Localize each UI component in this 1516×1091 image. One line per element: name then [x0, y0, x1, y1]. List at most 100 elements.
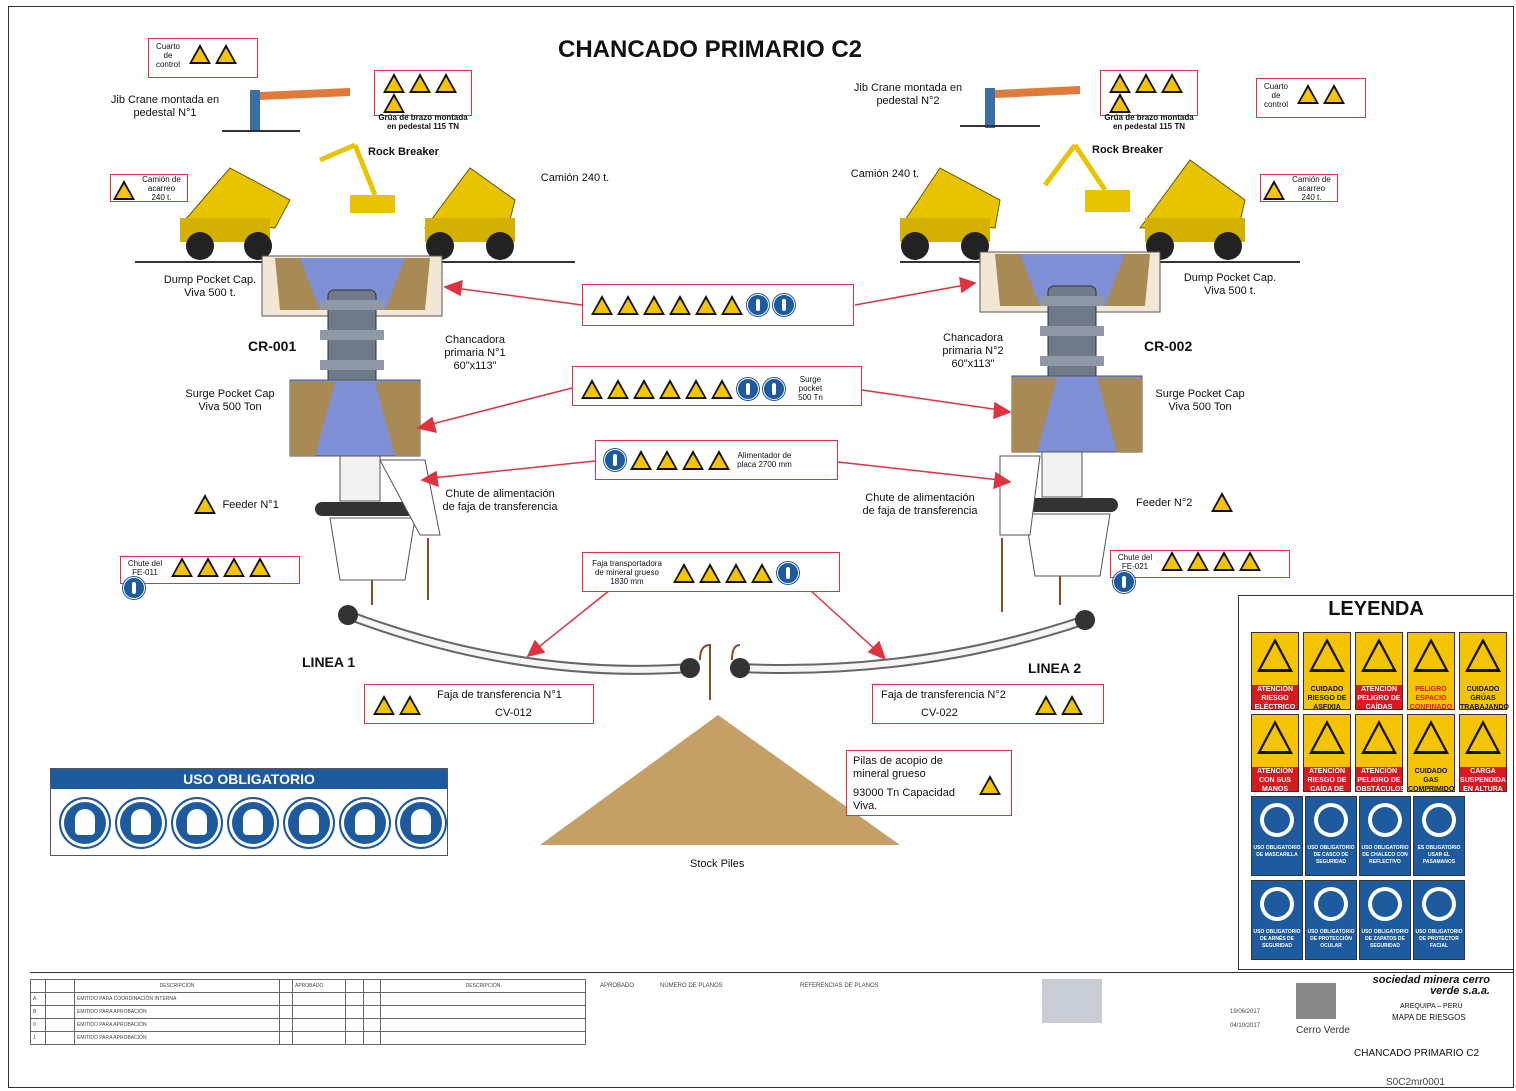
- truck-right-2: [1138, 159, 1246, 260]
- dump-pocket-right: [979, 251, 1161, 313]
- control-room-left-label: Cuarto de control: [155, 42, 180, 69]
- electric-hazard-icon: [189, 44, 212, 64]
- hazard-icon: [656, 450, 678, 470]
- truck-left-2: [423, 167, 516, 260]
- hazard-icon: [695, 295, 717, 315]
- hazard-icon: [1187, 551, 1210, 571]
- hazard-icon: [1109, 73, 1131, 93]
- linea-2-label: LINEA 2: [1028, 660, 1082, 676]
- faja-left-box: Faja de transferencia N°1 CV-012: [364, 684, 594, 724]
- hazard-icon: [1161, 73, 1183, 93]
- crush-hazard-icon: [1210, 492, 1233, 512]
- conveyor-left: [338, 605, 700, 678]
- truck-left-1: [180, 167, 291, 260]
- control-room-right-box: Cuarto de control: [1256, 78, 1366, 118]
- jib-crane-left: [222, 88, 350, 132]
- faja-right-box: Faja de transferencia N°2 CV-022: [872, 684, 1104, 724]
- dump-pocket-left: [261, 255, 443, 317]
- hazard-icon: [607, 378, 629, 399]
- grua-right-label: Grúa de brazo montada en pedestal 115 TN: [1104, 113, 1194, 131]
- hazard-icon: [197, 557, 220, 577]
- mandatory-icon: [777, 561, 800, 584]
- hazard-icon: [1161, 551, 1184, 571]
- grua-left-label: Grúa de brazo montada en pedestal 115 TN: [378, 113, 468, 131]
- truck-hazard-icon: [113, 180, 135, 200]
- surge-pocket-left: [289, 379, 421, 457]
- feeder-right-label: Feeder N°2: [1136, 497, 1193, 510]
- alimentador-hazard-box: Alimentador de placa 2700 mm: [595, 440, 838, 480]
- handrail-icon: [395, 797, 447, 849]
- hazard-icon: [699, 562, 722, 583]
- hazard-icon: [669, 295, 691, 315]
- linea-1-label: LINEA 1: [302, 654, 356, 670]
- vest-icon: [171, 797, 223, 849]
- mandatory-handrail-card: ES OBLIGATORIO USAR EL PASAMANOS: [1413, 796, 1465, 876]
- crusher-left: [320, 289, 384, 391]
- crusher-left-label: Chancadora primaria N°1 60"x113": [444, 334, 506, 372]
- hazard-icon: [1061, 695, 1083, 715]
- hazard-icon: [721, 295, 743, 315]
- control-room-left-box: Cuarto de control: [148, 38, 258, 78]
- chute-fe021-label: Chute del FE-021: [1117, 553, 1153, 571]
- rock-breaker-right: [1043, 143, 1130, 212]
- pilas-hazard-box: Pilas de acopio de mineral grueso 93000 …: [846, 750, 1012, 816]
- feeder-left-group: Feeder N°1: [192, 494, 279, 514]
- feeder-left: [315, 455, 441, 581]
- company-logo: [1042, 979, 1102, 1023]
- crusher-left-id: CR-001: [248, 338, 297, 354]
- plan-ref-col-label: REFERENCIAS DE PLANOS: [800, 983, 879, 989]
- camion-right-label: Camión de acarreo 240 t.: [1292, 175, 1331, 202]
- uso-obligatorio-title: USO OBLIGATORIO: [51, 769, 447, 789]
- truck-right-1: [900, 167, 1001, 260]
- hazard-icon: [249, 557, 272, 577]
- faja-left-label: Faja de transferencia N°1: [437, 689, 562, 701]
- chute-left-label: Chute de alimentación de faja de transfe…: [442, 488, 558, 513]
- conveyor-right: [730, 610, 1095, 678]
- boots-icon: [115, 797, 167, 849]
- surge-hazard-box: Surge pocket 500 Tn: [572, 366, 862, 406]
- hazard-icon: [630, 450, 652, 470]
- hazard-icon: [1109, 93, 1131, 113]
- feeder-left-label: Feeder N°1: [222, 499, 279, 512]
- chute-fe011-box: Chute del FE-011: [120, 556, 300, 599]
- hazard-icon: [751, 562, 774, 583]
- hazard-icon: [643, 295, 665, 315]
- mask-icon: [227, 797, 279, 849]
- mandatory-harness-card: USO OBLIGATORIO DE ARNÉS DE SEGURIDAD: [1251, 880, 1303, 960]
- drawing-title: CHANCADO PRIMARIO C2: [1354, 1048, 1480, 1059]
- hazard-icon: [1035, 695, 1057, 715]
- grua-right-box: Grúa de brazo montada en pedestal 115 TN: [1100, 70, 1198, 131]
- hazard-icon: [591, 295, 613, 315]
- leyenda-title: LEYENDA: [1328, 598, 1424, 620]
- chute-right-label: Chute de alimentación de faja de transfe…: [862, 492, 978, 517]
- faja-right-label: Faja de transferencia N°2: [881, 689, 1006, 701]
- hazard-icon: [633, 378, 655, 399]
- hazard-icon: [659, 378, 681, 399]
- hazard-icon: [1213, 551, 1236, 571]
- hazard-icon: [435, 73, 457, 93]
- camion-left-label-text: Camión 240 t.: [540, 172, 610, 184]
- mandatory-icon: [1113, 571, 1135, 593]
- jib-crane-left-label: Jib Crane montada en pedestal N°1: [110, 94, 220, 119]
- stock-piles-label: Stock Piles: [690, 858, 745, 870]
- jib-crane-right: [960, 86, 1080, 128]
- surge-pocket-right-label: Surge Pocket Cap Viva 500 Ton: [1155, 388, 1245, 413]
- date-2: 04/10/2017: [1230, 1023, 1261, 1029]
- hazard-icon: [725, 562, 748, 583]
- hazard-icon: [223, 557, 246, 577]
- hazard-icon: [373, 695, 395, 715]
- hazard-icon: [711, 378, 733, 399]
- rock-breaker-left: [319, 142, 395, 213]
- faja-hazard-label: Faja transportadora de mineral grueso 18…: [592, 559, 662, 586]
- dump-pocket-left-label: Dump Pocket Cap. Viva 500 t.: [163, 274, 257, 299]
- hazard-icon: [682, 450, 704, 470]
- hazard-icon: [383, 93, 405, 113]
- mandatory-icon: [123, 577, 145, 599]
